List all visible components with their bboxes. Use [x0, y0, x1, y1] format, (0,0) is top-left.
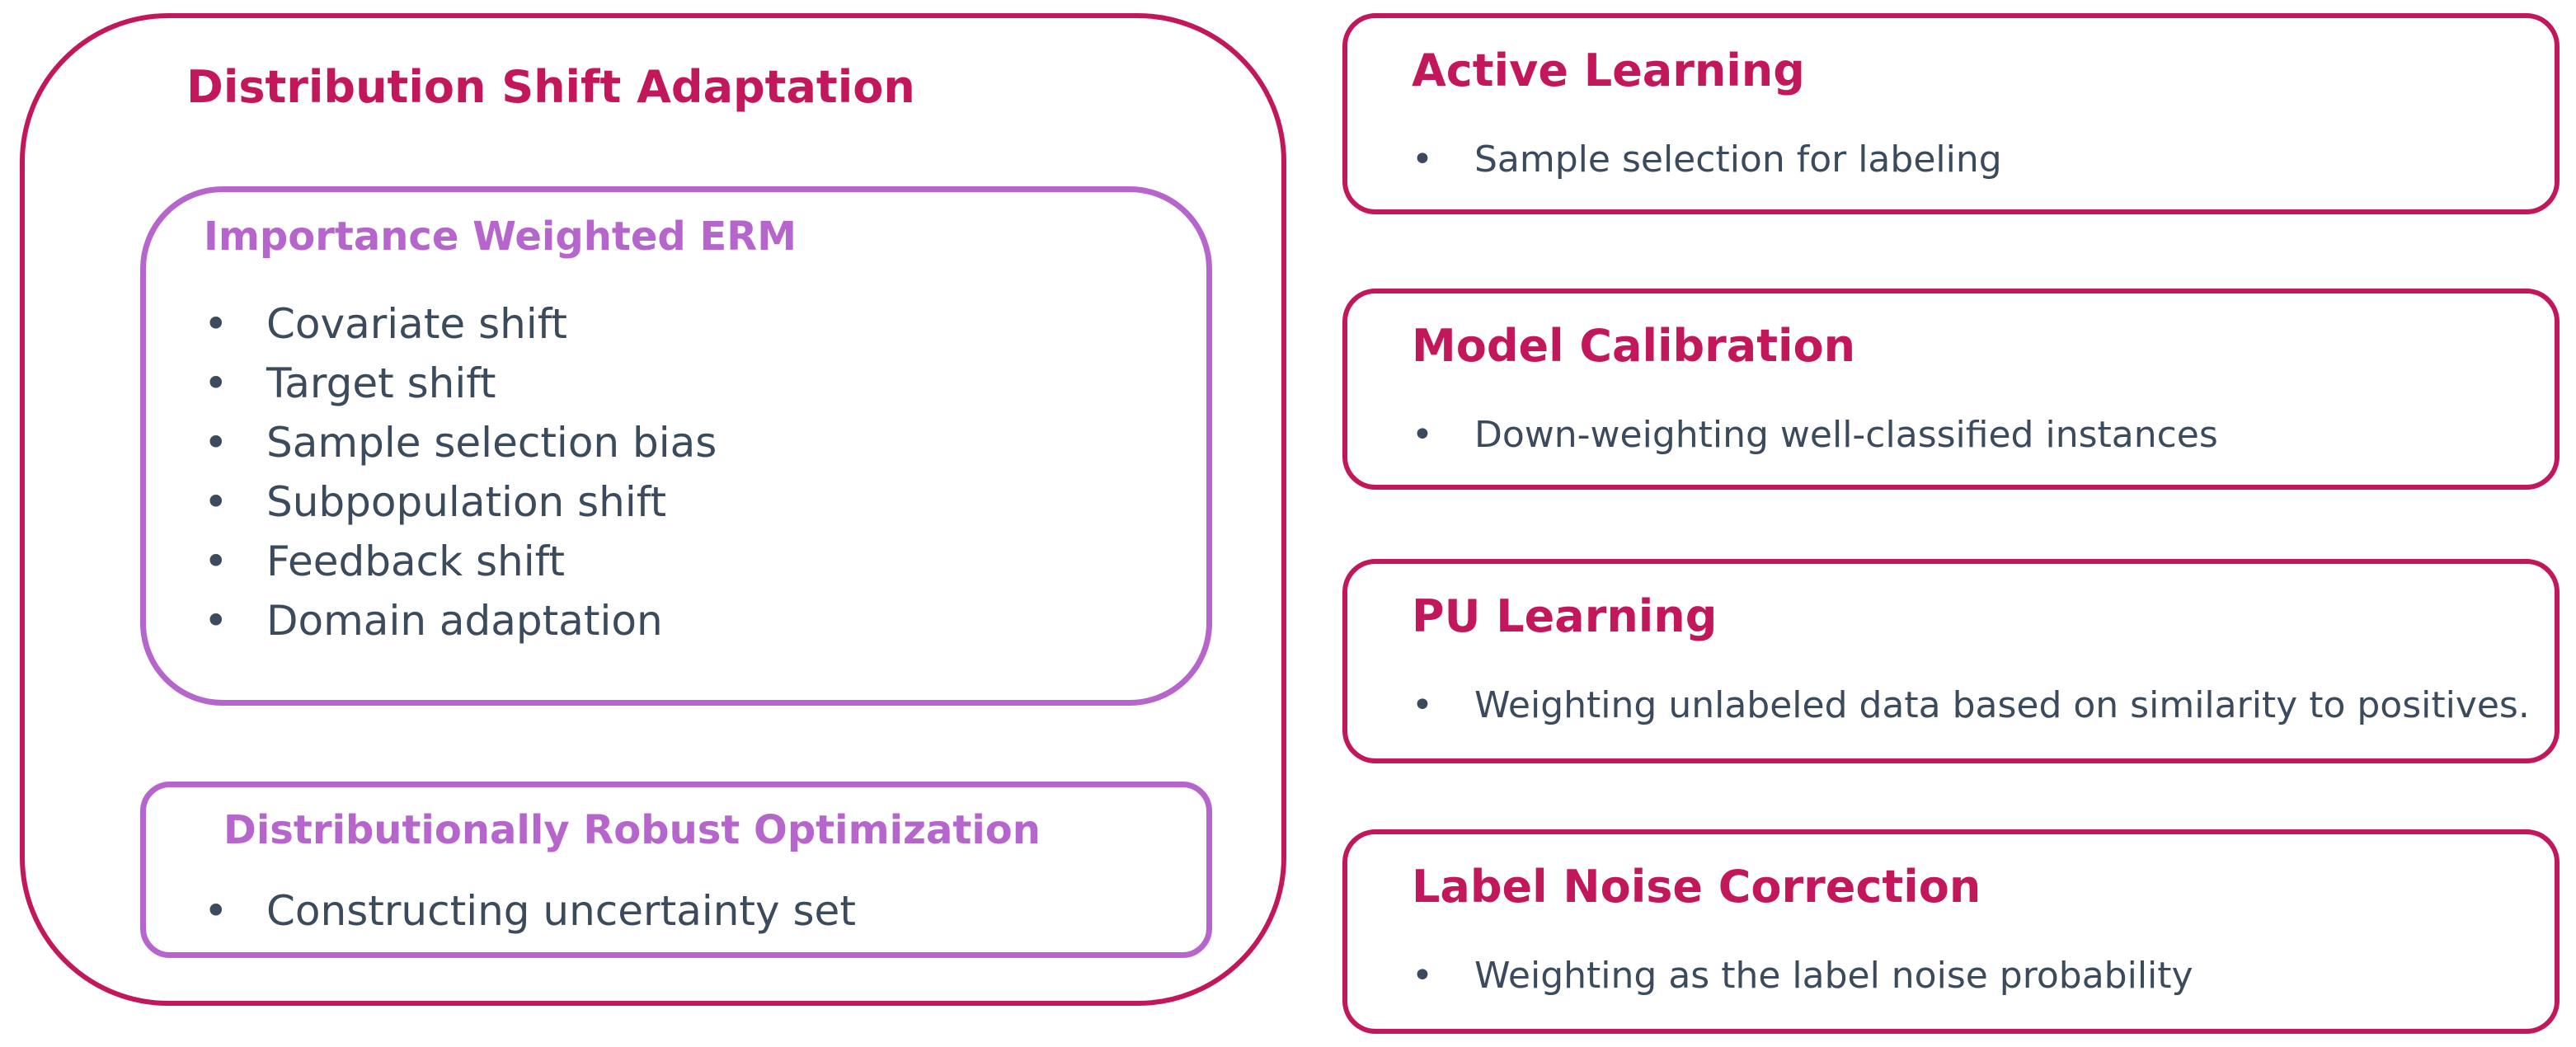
- bullet-icon: •: [204, 300, 228, 348]
- active-learning-box: Active Learning • Sample selection for la…: [1342, 13, 2560, 214]
- pu-learning-box: PU Learning • Weighting unlabeled data ba…: [1342, 559, 2560, 763]
- list-item-text: Constructing uncertainty set: [266, 887, 856, 935]
- bullet-icon: •: [1412, 684, 1433, 726]
- importance-weighted-erm-title: Importance Weighted ERM: [204, 214, 797, 260]
- list-item-text: Sample selection bias: [266, 419, 717, 467]
- bullet-icon: •: [1412, 414, 1433, 456]
- list-item-text: Domain adaptation: [266, 597, 663, 645]
- bullet-icon: •: [1412, 955, 1433, 997]
- label-noise-correction-box: Label Noise Correction • Weighting as the…: [1342, 829, 2560, 1034]
- bullet-icon: •: [204, 419, 228, 467]
- bullet-icon: •: [204, 538, 228, 585]
- model-calibration-title: Model Calibration: [1412, 320, 1856, 372]
- bullet-icon: •: [204, 478, 228, 526]
- distributionally-robust-optimization-title: Distributionally Robust Optimization: [223, 807, 1041, 853]
- list-item-text: Feedback shift: [266, 538, 565, 585]
- list-item-text: Weighting unlabeled data based on simila…: [1474, 684, 2530, 726]
- bullet-icon: •: [204, 887, 228, 935]
- list-item-text: Sample selection for labeling: [1474, 139, 2002, 181]
- model-calibration-box: Model Calibration • Down-weighting well-c…: [1342, 289, 2560, 490]
- bullet-icon: •: [204, 359, 228, 407]
- list-item-text: Weighting as the label noise probability: [1474, 955, 2193, 997]
- pu-learning-title: PU Learning: [1412, 590, 1718, 642]
- bullet-icon: •: [1412, 139, 1433, 181]
- distribution-shift-adaptation-title: Distribution Shift Adaptation: [186, 61, 915, 113]
- distributionally-robust-optimization-box: Distributionally Robust Optimization • Co…: [140, 782, 1212, 958]
- list-item-text: Subpopulation shift: [266, 478, 667, 526]
- list-item-text: Down-weighting well-classified instances: [1474, 414, 2218, 456]
- label-noise-correction-title: Label Noise Correction: [1412, 861, 1981, 913]
- distribution-shift-adaptation-box: Distribution Shift Adaptation Importance…: [20, 13, 1286, 1006]
- list-item-text: Covariate shift: [266, 300, 568, 348]
- list-item-text: Target shift: [266, 359, 496, 407]
- active-learning-title: Active Learning: [1412, 45, 1805, 96]
- importance-weighted-erm-box: Importance Weighted ERM • Covariate shift…: [140, 186, 1212, 706]
- bullet-icon: •: [204, 597, 228, 645]
